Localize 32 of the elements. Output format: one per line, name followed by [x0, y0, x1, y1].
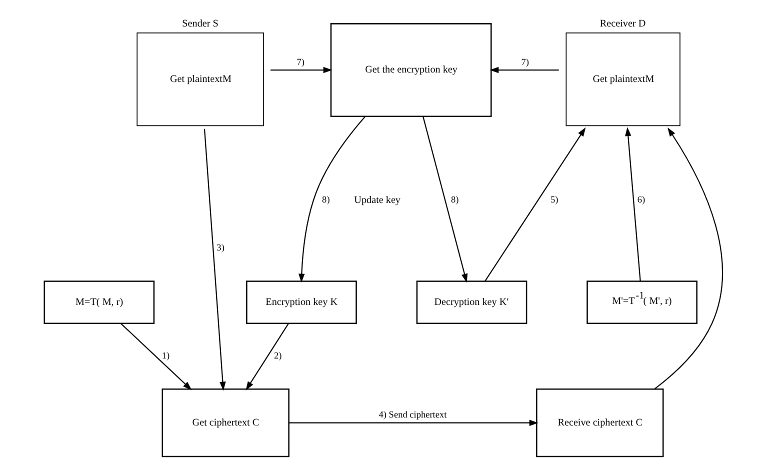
arrow [484, 127, 586, 282]
label: Update key [354, 194, 400, 206]
edge-label: 4) Send ciphertext [378, 410, 446, 421]
arrow [203, 128, 226, 391]
edge-label: 8) [322, 196, 330, 206]
node-box: Receive ciphertext C [536, 388, 664, 458]
node-box: Encryption key K [246, 280, 356, 324]
edge-label: 3) [216, 244, 224, 254]
arrow [624, 127, 640, 282]
node-box: Decryption key K′ [416, 280, 527, 324]
edge-label: 2) [274, 352, 282, 362]
edge-label: 7) [520, 58, 528, 68]
edge-label: 7) [296, 58, 304, 68]
arrow [489, 66, 558, 74]
edge-label: 1) [161, 352, 170, 362]
node-box: Get the encryption key [330, 23, 492, 118]
node-box: Get plaintextM [136, 32, 264, 126]
arrow [245, 323, 288, 390]
node-box: Get plaintextM [565, 32, 680, 126]
node-box: M=T( M, r) [43, 280, 154, 324]
arrow [120, 323, 192, 390]
node-label: Sender S [182, 18, 218, 30]
node-label: Receiver D [599, 18, 646, 30]
edge-label: 5) [550, 196, 558, 206]
arrow [270, 66, 332, 74]
node-box: Get ciphertext C [161, 388, 289, 458]
arrow [422, 116, 468, 283]
arrow [654, 128, 722, 390]
edge-label: 6) [636, 196, 645, 206]
arrow [298, 116, 365, 283]
arrow [288, 420, 538, 426]
edge-label: 8) [450, 196, 458, 206]
